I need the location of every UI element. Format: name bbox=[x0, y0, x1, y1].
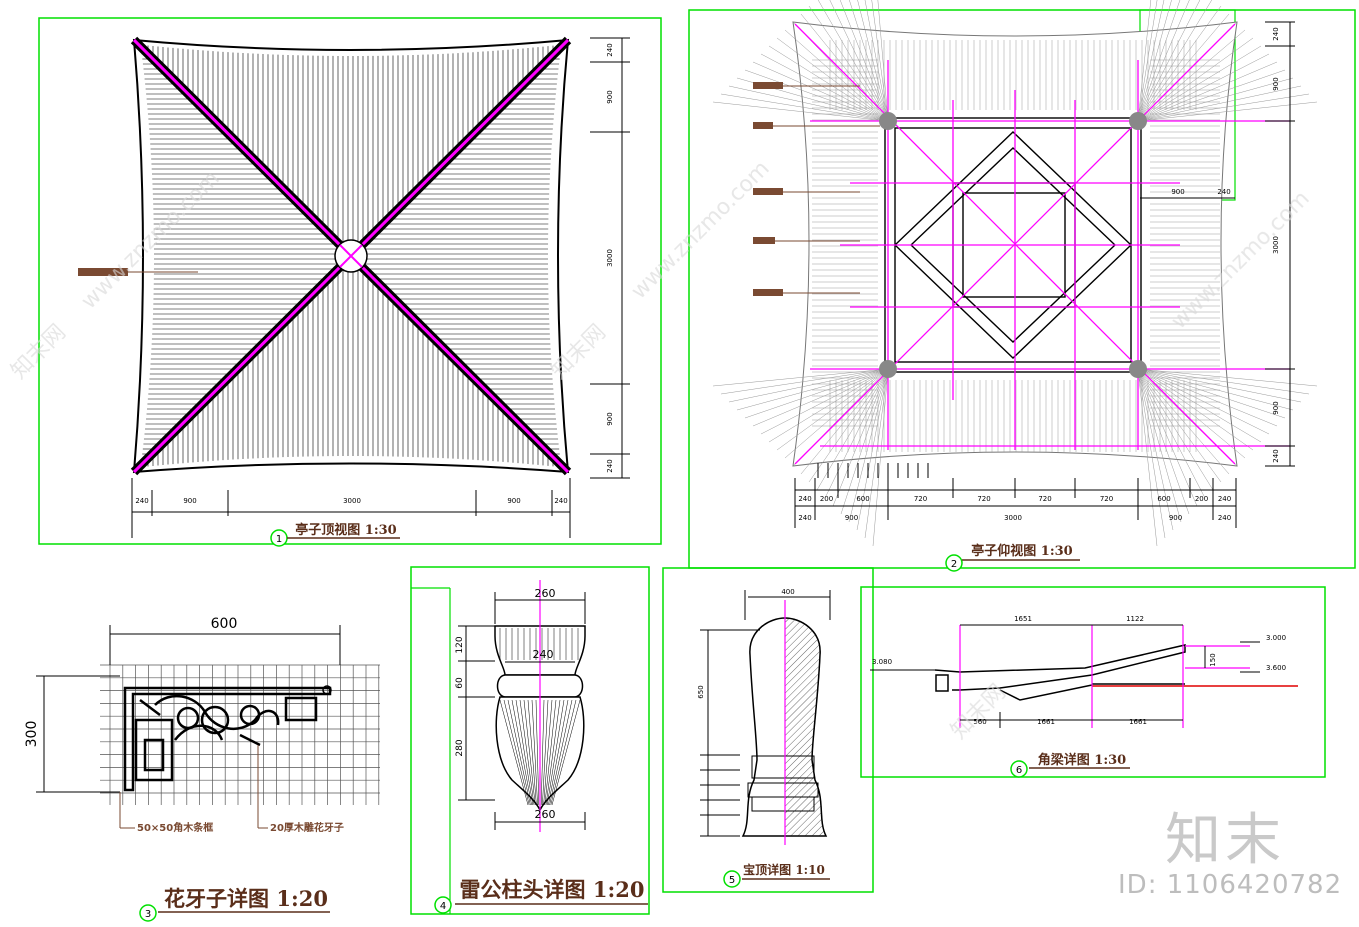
dim-right-1: 240 bbox=[606, 43, 614, 56]
dim-bottom-2: 900 bbox=[183, 497, 196, 505]
dim-right-4: 900 bbox=[1272, 401, 1280, 414]
column-marker bbox=[1129, 112, 1147, 130]
dim-right-2: 900 bbox=[606, 90, 614, 103]
dim-bottom-1: 560 bbox=[973, 718, 986, 726]
dim-row1: 600 bbox=[1157, 495, 1170, 503]
drawing-number-3: 3 bbox=[145, 909, 151, 920]
dim-right-2: 900 bbox=[1272, 77, 1280, 90]
dim-bottom: 260 bbox=[535, 808, 556, 821]
dim-row1: 240 bbox=[798, 495, 811, 503]
dim-top-1: 1651 bbox=[1014, 615, 1032, 623]
dim-bottom-3: 3000 bbox=[343, 497, 361, 505]
dim-row2: 240 bbox=[1218, 514, 1231, 522]
dim-bottom-1: 240 bbox=[135, 497, 148, 505]
dim-top: 260 bbox=[535, 587, 556, 600]
dim-width: 600 bbox=[211, 616, 238, 632]
drawing-title-6: 角梁详图 1:30 bbox=[1038, 752, 1126, 768]
dim-left-2: 60 bbox=[455, 677, 465, 689]
drawing-title-2: 亭子仰视图 1:30 bbox=[971, 543, 1072, 559]
dim-right-3: 3000 bbox=[1272, 236, 1280, 254]
drawing-title-1: 亭子顶视图 1:30 bbox=[295, 522, 396, 538]
dim-right-3: 3000 bbox=[606, 249, 614, 267]
dim-row2: 900 bbox=[845, 514, 858, 522]
dim-right-4: 900 bbox=[606, 412, 614, 425]
dim-bottom-5: 240 bbox=[554, 497, 567, 505]
label-carving: 20厚木雕花牙子 bbox=[270, 821, 344, 834]
dim-bottom-2: 1661 bbox=[1037, 718, 1055, 726]
dim-row1: 720 bbox=[1038, 495, 1051, 503]
inner-dim-1: 900 bbox=[1171, 188, 1184, 196]
drawing-number-1: 1 bbox=[276, 534, 282, 545]
dim-row1: 240 bbox=[1218, 495, 1231, 503]
drawing-number-6: 6 bbox=[1016, 765, 1022, 776]
brand-logo: 知末 bbox=[1165, 808, 1285, 873]
column-marker bbox=[879, 112, 897, 130]
dim-left: 650 bbox=[697, 685, 705, 698]
dim-left-3: 280 bbox=[455, 739, 465, 756]
dim-middle: 240 bbox=[533, 648, 554, 661]
label-frame: 50×50角木条框 bbox=[137, 821, 213, 834]
column-marker bbox=[879, 360, 897, 378]
dim-row1: 200 bbox=[820, 495, 833, 503]
dim-row2: 240 bbox=[798, 514, 811, 522]
panel-rafter-detail: 1651 1122 560 1661 1661 3.080 3.000 3.60… bbox=[860, 586, 1326, 778]
dim-row1: 720 bbox=[977, 495, 990, 503]
dim-row1: 200 bbox=[1195, 495, 1208, 503]
drawing-number-5: 5 bbox=[729, 875, 735, 886]
dim-left-1: 120 bbox=[455, 636, 465, 653]
drawing-title-5: 宝顶详图 1:10 bbox=[743, 862, 825, 877]
dim-row1: 720 bbox=[1100, 495, 1113, 503]
dim-right-5: 240 bbox=[1272, 449, 1280, 462]
drawing-id: ID: 1106420782 bbox=[1118, 870, 1343, 900]
dim-row1: 600 bbox=[856, 495, 869, 503]
dim-top-2: 1122 bbox=[1126, 615, 1144, 623]
panel-crown-detail: 400 650 5 宝顶详图 1:10 bbox=[662, 567, 874, 893]
inner-dim-2: 240 bbox=[1217, 188, 1230, 196]
dim-height: 300 bbox=[24, 721, 40, 748]
dim-bottom-4: 900 bbox=[507, 497, 520, 505]
dim-row2: 900 bbox=[1169, 514, 1182, 522]
drawing-number-4: 4 bbox=[440, 901, 446, 912]
drawing-title-3: 花牙子详图 1:20 bbox=[164, 886, 328, 911]
panel-roof-bottom-view: 240 900 3000 900 240 900 240 240 200 600 72… bbox=[688, 0, 1356, 572]
panel-fretwork-detail: 600 300 50×50角木条框 20厚木雕花牙子 3 花牙子详图 1:20 bbox=[24, 616, 380, 922]
level-upper: 3.000 bbox=[1266, 634, 1286, 642]
material-label-bar bbox=[78, 268, 128, 276]
dim-bottom-3: 1661 bbox=[1129, 718, 1147, 726]
dim-side: 150 bbox=[1209, 653, 1217, 666]
dim-right-1: 240 bbox=[1272, 27, 1280, 40]
column-marker bbox=[1129, 360, 1147, 378]
dim-right-5: 240 bbox=[606, 459, 614, 472]
dim-row2: 3000 bbox=[1004, 514, 1022, 522]
panel-roof-top-view: 240 900 3000 900 240 240 900 3000 900 24… bbox=[38, 17, 662, 547]
drawing-title-4: 雷公柱头详图 1:20 bbox=[460, 877, 645, 902]
svg-text:www.znzmo.com: www.znzmo.com bbox=[627, 156, 775, 304]
panel-finial-detail: 260 240 260 120 60 280 4 雷公柱头详图 1:20 bbox=[410, 566, 650, 915]
level-left: 3.080 bbox=[872, 658, 892, 666]
level-lower: 3.600 bbox=[1266, 664, 1286, 672]
dim-row1: 720 bbox=[914, 495, 927, 503]
dim-top: 400 bbox=[781, 588, 794, 596]
drawing-number-2: 2 bbox=[951, 559, 957, 570]
